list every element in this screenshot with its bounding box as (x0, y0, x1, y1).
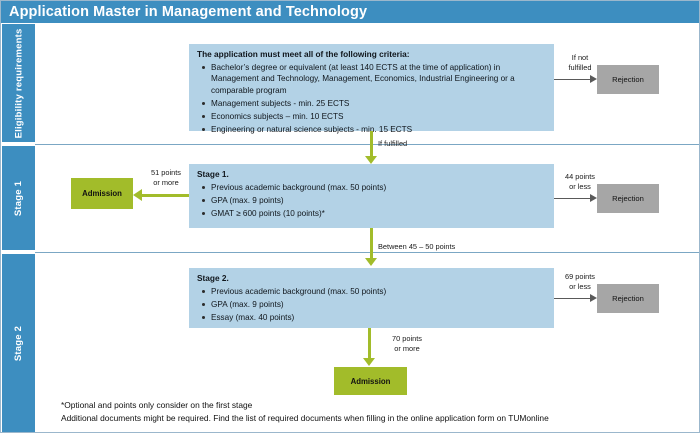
arrowhead-stage2-to-admission (363, 358, 375, 366)
rail-section-stage-2: Stage 2 (2, 254, 35, 432)
arrowhead-eligibility-to-rejection (590, 75, 597, 83)
admission-label: Admission (82, 189, 122, 198)
stage-2-box: Stage 2. Previous academic background (m… (189, 268, 554, 328)
list-item: GPA (max. 9 points) (202, 195, 546, 207)
footnote: *Optional and points only consider on th… (61, 399, 681, 425)
page-title: Application Master in Management and Tec… (1, 1, 699, 23)
list-item: Management subjects - min. 25 ECTS (202, 98, 546, 110)
rejection-box-stage-1: Rejection (597, 184, 659, 213)
eligibility-criteria-box: The application must meet all of the fol… (189, 44, 554, 134)
section-divider-1 (35, 144, 699, 145)
list-item: Bachelor’s degree or equivalent (at leas… (202, 62, 546, 97)
rejection-label: Rejection (612, 294, 644, 303)
list-item: Essay (max. 40 points) (202, 312, 546, 324)
edge-label-if-fulfilled: If fulfilled (378, 139, 408, 148)
connector-eligibility-to-rejection (554, 79, 590, 80)
rejection-label: Rejection (612, 75, 644, 84)
rejection-box-eligibility: Rejection (597, 65, 659, 94)
admission-box-stage-1: Admission (71, 178, 133, 209)
rejection-box-stage-2: Rejection (597, 284, 659, 313)
section-divider-2 (35, 252, 699, 253)
connector-stage1-to-rejection (554, 198, 590, 199)
connector-stage2-to-admission (368, 328, 371, 360)
arrowhead-stage2-to-rejection (590, 294, 597, 302)
rail-section-eligibility: Eligibility requirements (2, 24, 35, 144)
connector-stage1-to-stage2 (370, 228, 373, 260)
rail-section-stage-1: Stage 1 (2, 146, 35, 252)
arrowhead-eligibility-to-stage1 (365, 156, 377, 164)
eligibility-criteria-list: Bachelor’s degree or equivalent (at leas… (197, 62, 546, 136)
arrowhead-stage1-to-rejection (590, 194, 597, 202)
list-item: Engineering or natural science subjects … (202, 124, 546, 136)
connector-stage2-to-rejection (554, 298, 590, 299)
list-item: Previous academic background (max. 50 po… (202, 286, 546, 298)
rail-label-stage-1: Stage 1 (13, 180, 25, 216)
list-item: GPA (max. 9 points) (202, 299, 546, 311)
rail-label-eligibility: Eligibility requirements (13, 28, 25, 138)
stage-2-criteria-list: Previous academic background (max. 50 po… (197, 286, 546, 324)
rail-label-stage-2: Stage 2 (13, 325, 25, 362)
stage-1-box-title: Stage 1. (197, 169, 229, 179)
edge-label-between-45-50-points: Between 45 – 50 points (378, 242, 456, 251)
admission-label: Admission (350, 376, 391, 386)
footnote-line-1: *Optional and points only consider on th… (61, 400, 253, 410)
connector-stage1-to-admission (142, 194, 189, 197)
list-item: Economics subjects – min. 10 ECTS (202, 111, 546, 123)
arrowhead-stage1-to-admission (133, 189, 142, 201)
list-item: Previous academic background (max. 50 po… (202, 182, 546, 194)
rejection-label: Rejection (612, 194, 644, 203)
footnote-line-2: Additional documents might be required. … (61, 413, 549, 424)
connector-eligibility-to-stage1 (370, 131, 373, 159)
stage-1-criteria-list: Previous academic background (max. 50 po… (197, 182, 546, 220)
stage-1-box: Stage 1. Previous academic background (m… (189, 164, 554, 228)
eligibility-box-title: The application must meet all of the fol… (197, 49, 410, 59)
admission-box-stage-2: Admission (334, 367, 407, 395)
arrowhead-stage1-to-stage2 (365, 258, 377, 266)
stage-2-box-title: Stage 2. (197, 273, 229, 283)
list-item: GMAT ≥ 600 points (10 points)* (202, 208, 546, 220)
